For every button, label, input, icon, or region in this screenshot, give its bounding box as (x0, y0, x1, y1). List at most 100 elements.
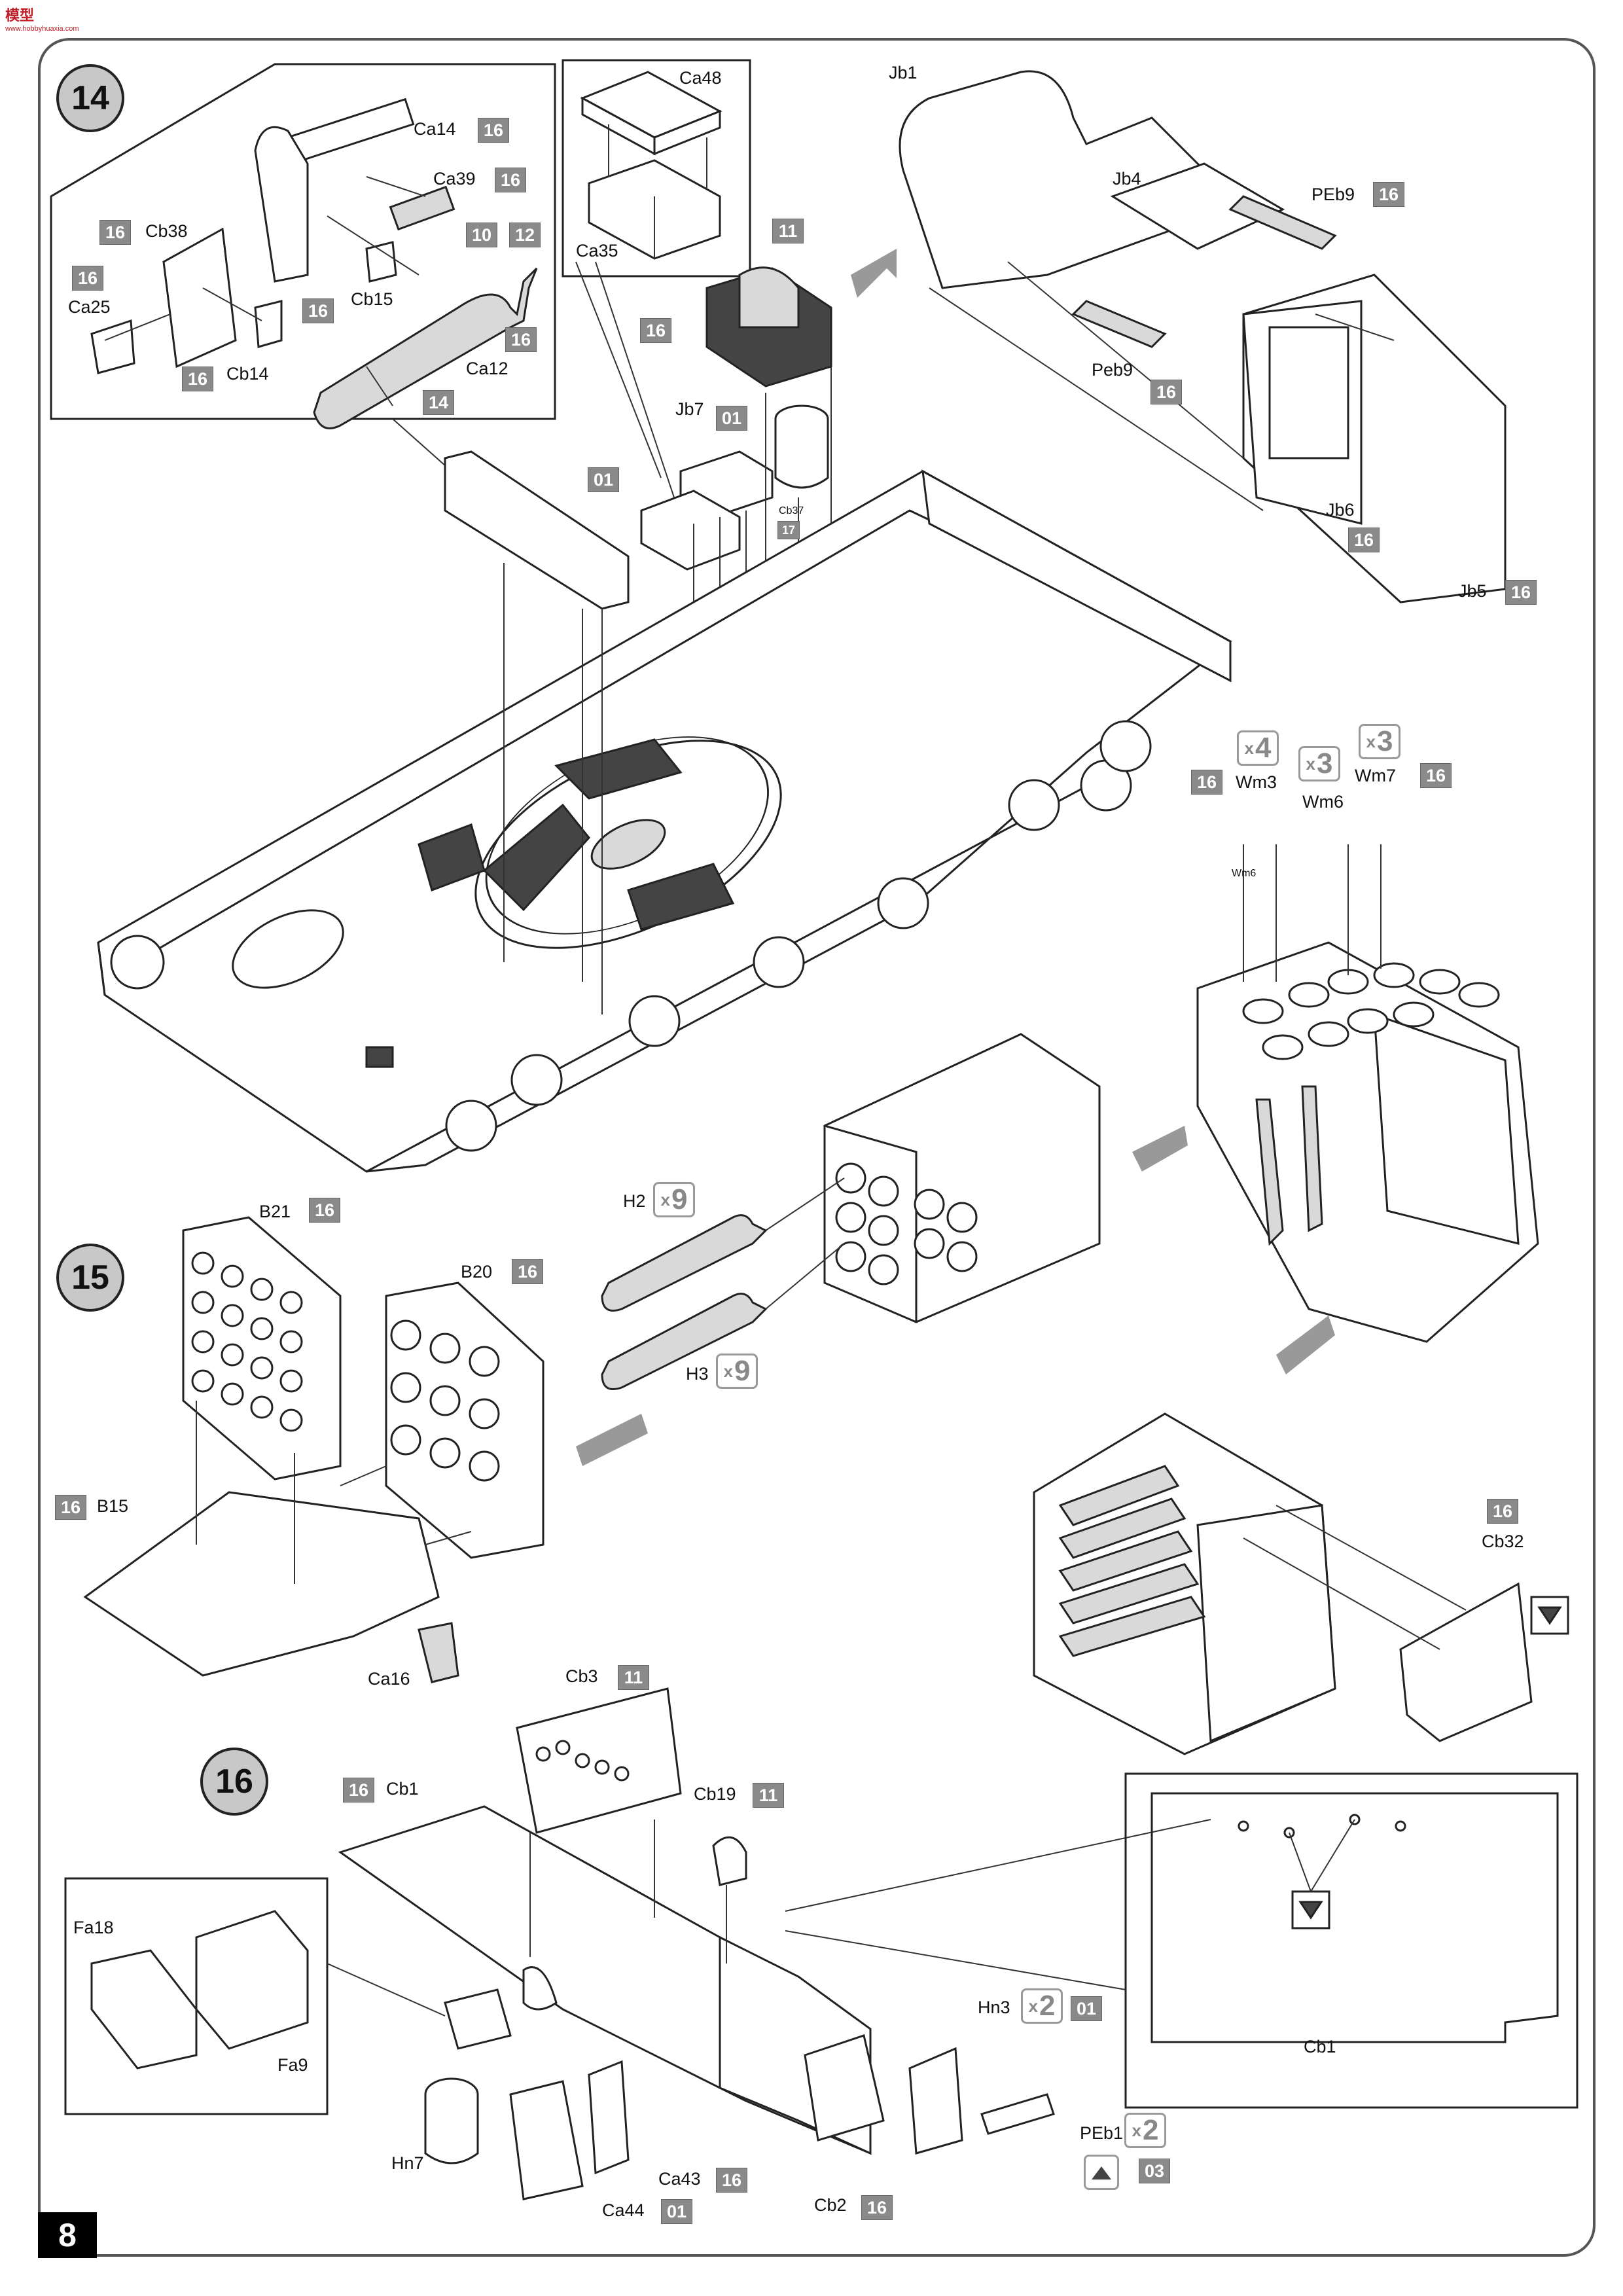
label-ca43: Ca43 (658, 2169, 701, 2189)
label-ca12: Ca12 (466, 359, 508, 378)
qty-h3-value: 9 (734, 1355, 751, 1387)
step15-rack (83, 1216, 544, 1683)
label-wm6: Wm6 (1302, 792, 1344, 812)
badge-jb6: 16 (1348, 528, 1380, 552)
badge-ca35: 01 (588, 467, 619, 492)
label-ca39: Ca39 (433, 169, 476, 188)
badge-ca14: 16 (478, 118, 509, 143)
label-jb6: Jb6 (1326, 500, 1355, 520)
step-14-number: 14 (71, 79, 109, 117)
qty-x: x (1132, 2120, 1141, 2140)
label-fa9: Fa9 (277, 2055, 308, 2075)
badge-cb37: 17 (777, 521, 800, 539)
label-cb38: Cb38 (145, 221, 188, 241)
b20-holes (390, 1319, 500, 1482)
label-ca44: Ca44 (602, 2200, 645, 2220)
qty-wm7-value: 3 (1376, 725, 1393, 757)
badge-ca25: 16 (72, 266, 103, 291)
label-hn3: Hn3 (978, 1998, 1010, 2017)
badge-cb32: 16 (1487, 1499, 1518, 1524)
label-h3: H3 (686, 1364, 709, 1384)
label-hn7: Hn7 (391, 2153, 424, 2173)
label-h2: H2 (623, 1191, 646, 1211)
badge-peb9-bottom: 16 (1150, 380, 1182, 404)
qty-x: x (1028, 1996, 1038, 2016)
cb3-dials (535, 1740, 630, 1782)
label-ca48: Ca48 (679, 68, 722, 88)
step-15-marker: 15 (56, 1244, 124, 1312)
qty-x: x (723, 1361, 733, 1381)
badge-jb5: 16 (1505, 580, 1537, 605)
label-ca16: Ca16 (368, 1669, 410, 1689)
label-ca35: Ca35 (576, 241, 618, 260)
badge-b21: 16 (309, 1198, 340, 1223)
bend-icon (1084, 2155, 1119, 2190)
label-b15: B15 (97, 1496, 129, 1516)
label-jb7: Jb7 (675, 399, 704, 419)
b21-holes (191, 1251, 303, 1432)
qty-peb1-value: 2 (1142, 2114, 1159, 2146)
qty-x: x (660, 1189, 670, 1210)
step14-detail-box (50, 63, 556, 472)
step16-assembly (64, 1687, 1578, 2200)
label-cb14: Cb14 (226, 364, 269, 384)
label-jb1: Jb1 (889, 63, 918, 82)
jb-rack-assembly (899, 70, 1507, 603)
qty-x: x (1366, 731, 1376, 751)
label-ca14: Ca14 (414, 119, 456, 139)
label-wm6-small: Wm6 (1232, 868, 1257, 879)
badge-part11: 11 (772, 219, 804, 243)
badge-jb7: 01 (716, 406, 747, 431)
label-b20: B20 (461, 1262, 493, 1282)
badge-ca39: 16 (495, 168, 526, 192)
bend-symbol-icon (1092, 2166, 1111, 2179)
badge-cb14: 16 (182, 367, 213, 391)
label-wm7: Wm7 (1355, 766, 1396, 785)
step-16-marker: 16 (200, 1748, 268, 1816)
step-16-number: 16 (215, 1763, 253, 1801)
step-14-marker: 14 (56, 64, 124, 132)
badge-ca44: 01 (661, 2199, 692, 2224)
badge-peb1: 03 (1139, 2159, 1170, 2183)
rack-holes (835, 1162, 978, 1285)
rack-shells (1058, 1465, 1206, 1657)
badge-cb15: 16 (302, 298, 334, 323)
radio-rack (640, 266, 832, 707)
label-fa18: Fa18 (73, 1918, 114, 1937)
badge-b15: 16 (55, 1495, 86, 1520)
rack-tubes (1242, 962, 1500, 1060)
label-cb32: Cb32 (1482, 1532, 1524, 1551)
logo-url: www.hobbyhuaxia.com (5, 25, 79, 33)
qty-hn3-value: 2 (1039, 1990, 1056, 2022)
qty-h2-value: 9 (671, 1183, 688, 1215)
badge-wm3: 16 (1191, 770, 1222, 795)
label-jb5: Jb5 (1458, 581, 1487, 601)
badge-box16: 16 (640, 318, 671, 343)
label-cb3: Cb3 (565, 1666, 598, 1686)
label-cb19: Cb19 (694, 1784, 736, 1804)
badge-cb19: 11 (753, 1783, 784, 1808)
page-number: 8 (38, 2212, 97, 2258)
badge-cb2: 16 (861, 2195, 893, 2220)
label-cb1-inset: Cb1 (1304, 2037, 1336, 2056)
badge-ref10: 10 (466, 223, 497, 247)
label-peb1: PEb1 (1080, 2123, 1124, 2143)
badge-wm7: 16 (1420, 763, 1452, 788)
qty-wm6-value: 3 (1316, 747, 1333, 780)
label-cb37: Cb37 (779, 505, 804, 516)
label-ca25: Ca25 (68, 297, 111, 317)
label-peb9-top: PEb9 (1311, 185, 1355, 204)
badge-ref14: 14 (423, 390, 454, 415)
step-15-number: 15 (71, 1259, 109, 1297)
label-peb9-bottom: Peb9 (1092, 360, 1133, 380)
badge-b20: 16 (512, 1259, 543, 1284)
badge-cb38: 16 (99, 220, 131, 245)
